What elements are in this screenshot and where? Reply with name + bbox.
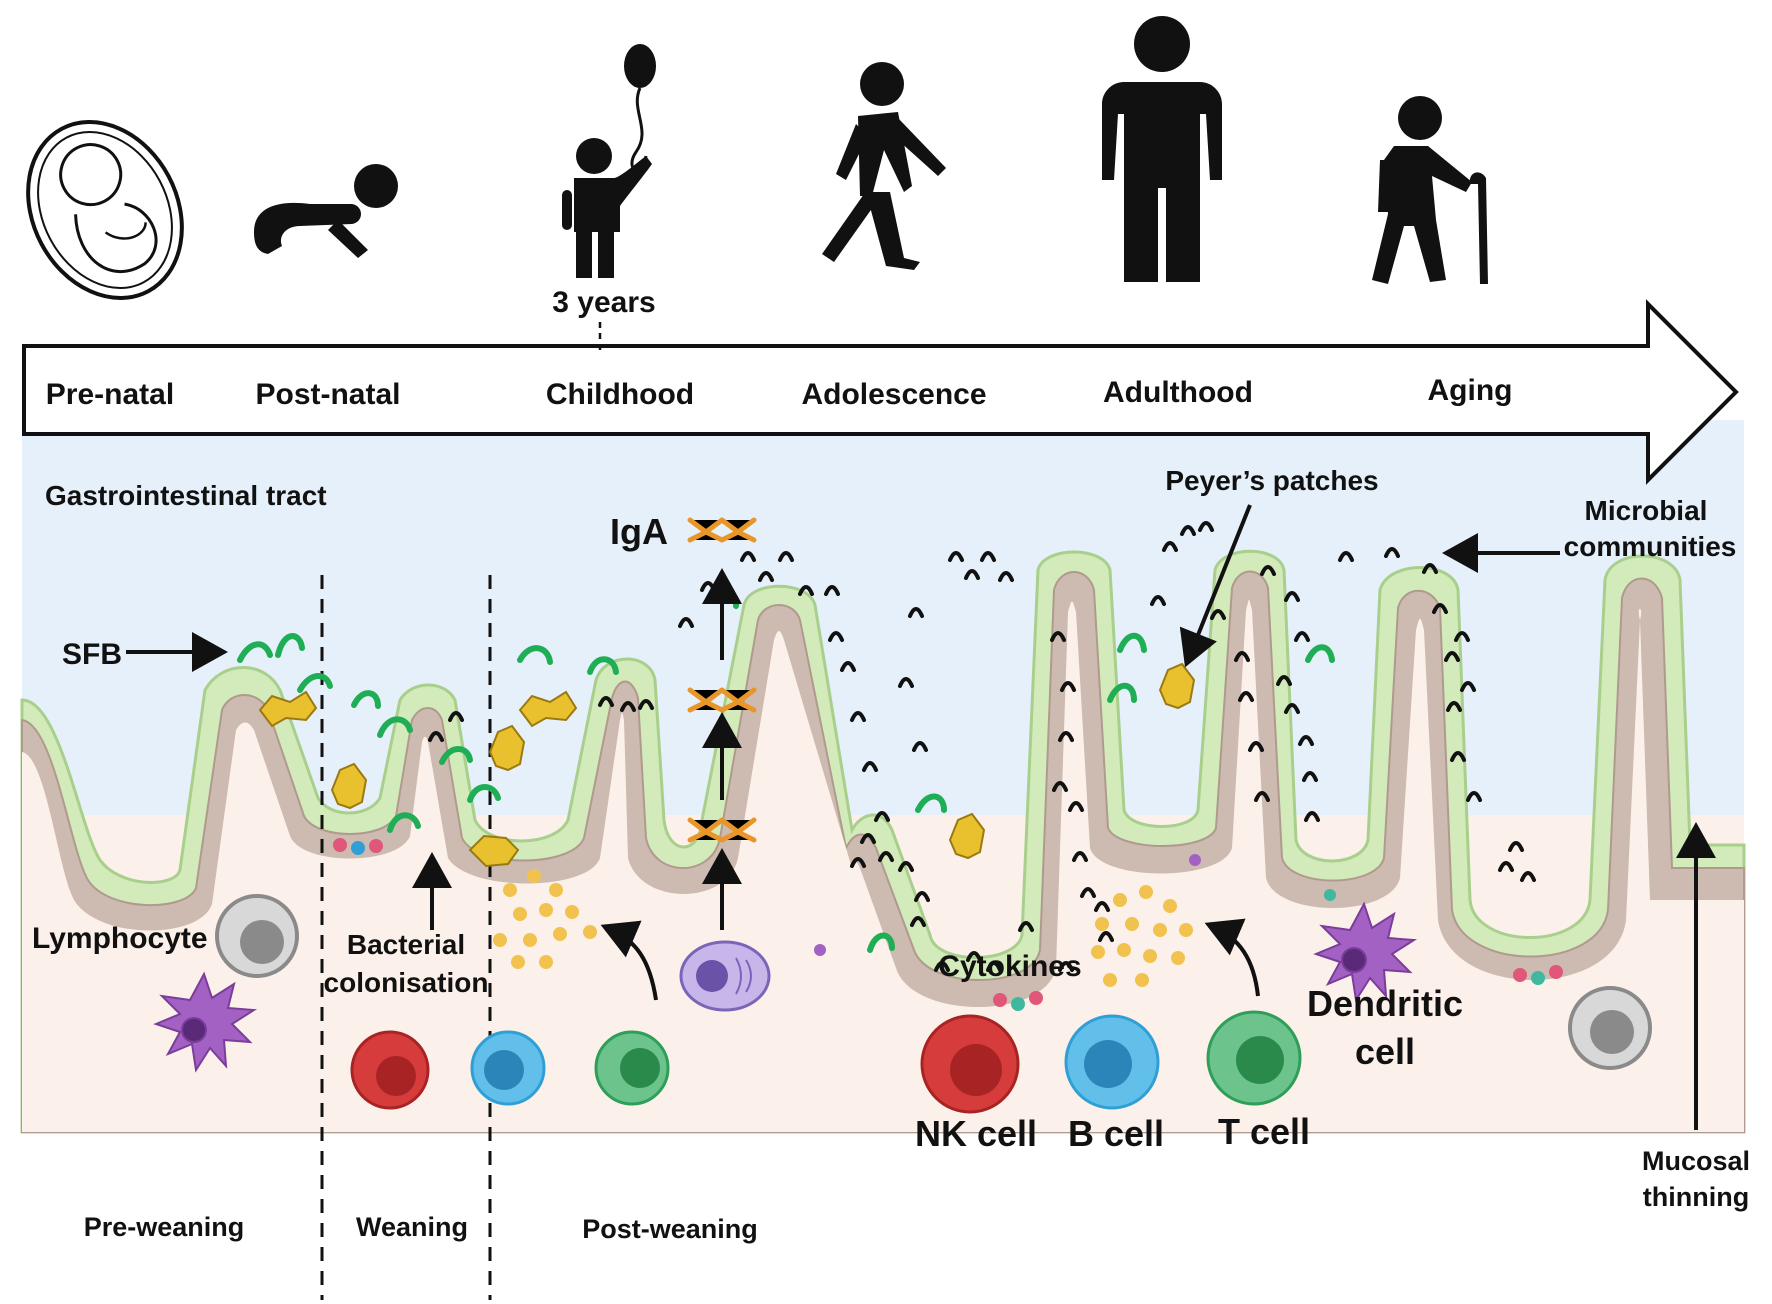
intestinal-wall <box>20 549 1746 1134</box>
dendritic-cell-right <box>1313 901 1418 1003</box>
stage-label-aging: Aging <box>1428 374 1513 407</box>
cytokine-release-arrow-left <box>600 920 658 1001</box>
lymphocyte-cell-right <box>1568 986 1652 1070</box>
t-cell-small <box>594 1030 670 1106</box>
nk-cell-small <box>350 1030 430 1110</box>
bacterial-colonisation-label-line1: Bacterial <box>347 929 465 960</box>
three-years-label: 3 years <box>552 286 655 319</box>
dendritic-cell-label-line2: cell <box>1355 1031 1415 1072</box>
phase-label-weaning: Weaning <box>356 1212 468 1242</box>
dendritic-cell-left <box>153 971 258 1073</box>
phase-label-pre-weaning: Pre-weaning <box>84 1212 245 1242</box>
cytokine-release-arrow-right <box>1204 918 1260 997</box>
timeline-arrow <box>22 299 1739 485</box>
walking-adolescent-icon <box>822 62 946 270</box>
nk-cell-large <box>920 1014 1020 1114</box>
b-cell-small <box>470 1030 546 1106</box>
mucosal-thinning-label-line1: Mucosal <box>1642 1146 1750 1176</box>
b-cell-large <box>1064 1014 1160 1110</box>
sfb-label: SFB <box>62 638 122 671</box>
t-cell-large <box>1206 1010 1302 1106</box>
plasma-cell <box>679 940 771 1012</box>
stage-label-adulthood: Adulthood <box>1103 376 1253 409</box>
child-with-balloon-icon <box>562 44 656 278</box>
crypt-cells <box>333 838 1563 1011</box>
adult-icon <box>1102 16 1222 282</box>
bacterial-colonisation-label-line2: colonisation <box>324 967 489 998</box>
microbial-communities-label-line2: communities <box>1564 531 1737 562</box>
gastrointestinal-tract-label: Gastrointestinal tract <box>45 480 327 511</box>
stage-label-childhood: Childhood <box>546 378 694 411</box>
stage-label-pre-natal: Pre-natal <box>46 378 174 411</box>
cytokine-dots-right <box>1091 885 1193 987</box>
peyers-patches-label: Peyer’s patches <box>1165 465 1378 496</box>
timeline-stage-labels: Pre-natal Post-natal Childhood Adolescen… <box>46 374 1513 411</box>
stage-label-adolescence: Adolescence <box>801 378 986 411</box>
crawling-baby-icon <box>254 164 398 258</box>
sfb-filaments <box>237 591 1335 953</box>
cytokine-dots-left <box>493 869 597 969</box>
peyers-patches-arrow <box>1179 504 1252 668</box>
peyers-patch-blobs <box>258 662 1196 868</box>
b-cell-label: B cell <box>1068 1113 1164 1154</box>
iga-antibodies <box>687 517 757 843</box>
t-cell-label: T cell <box>1218 1111 1310 1152</box>
fetus-icon <box>26 120 184 300</box>
elderly-with-cane-icon <box>1372 96 1488 284</box>
lymphocyte-cell-left <box>215 894 299 978</box>
stage-label-post-natal: Post-natal <box>255 378 400 411</box>
microbes <box>428 521 1536 972</box>
iga-label: IgA <box>610 511 668 552</box>
mucosal-thinning-label-line2: thinning <box>1643 1182 1749 1212</box>
cytokines-label: Cytokines <box>938 950 1081 983</box>
phase-label-post-weaning: Post-weaning <box>582 1214 758 1244</box>
lamina-propria <box>22 599 1744 1132</box>
lymphocyte-label: Lymphocyte <box>32 922 208 955</box>
nk-cell-label: NK cell <box>915 1113 1037 1154</box>
dendritic-cell-label-line1: Dendritic <box>1307 983 1463 1024</box>
microbial-communities-label-line1: Microbial <box>1585 495 1708 526</box>
